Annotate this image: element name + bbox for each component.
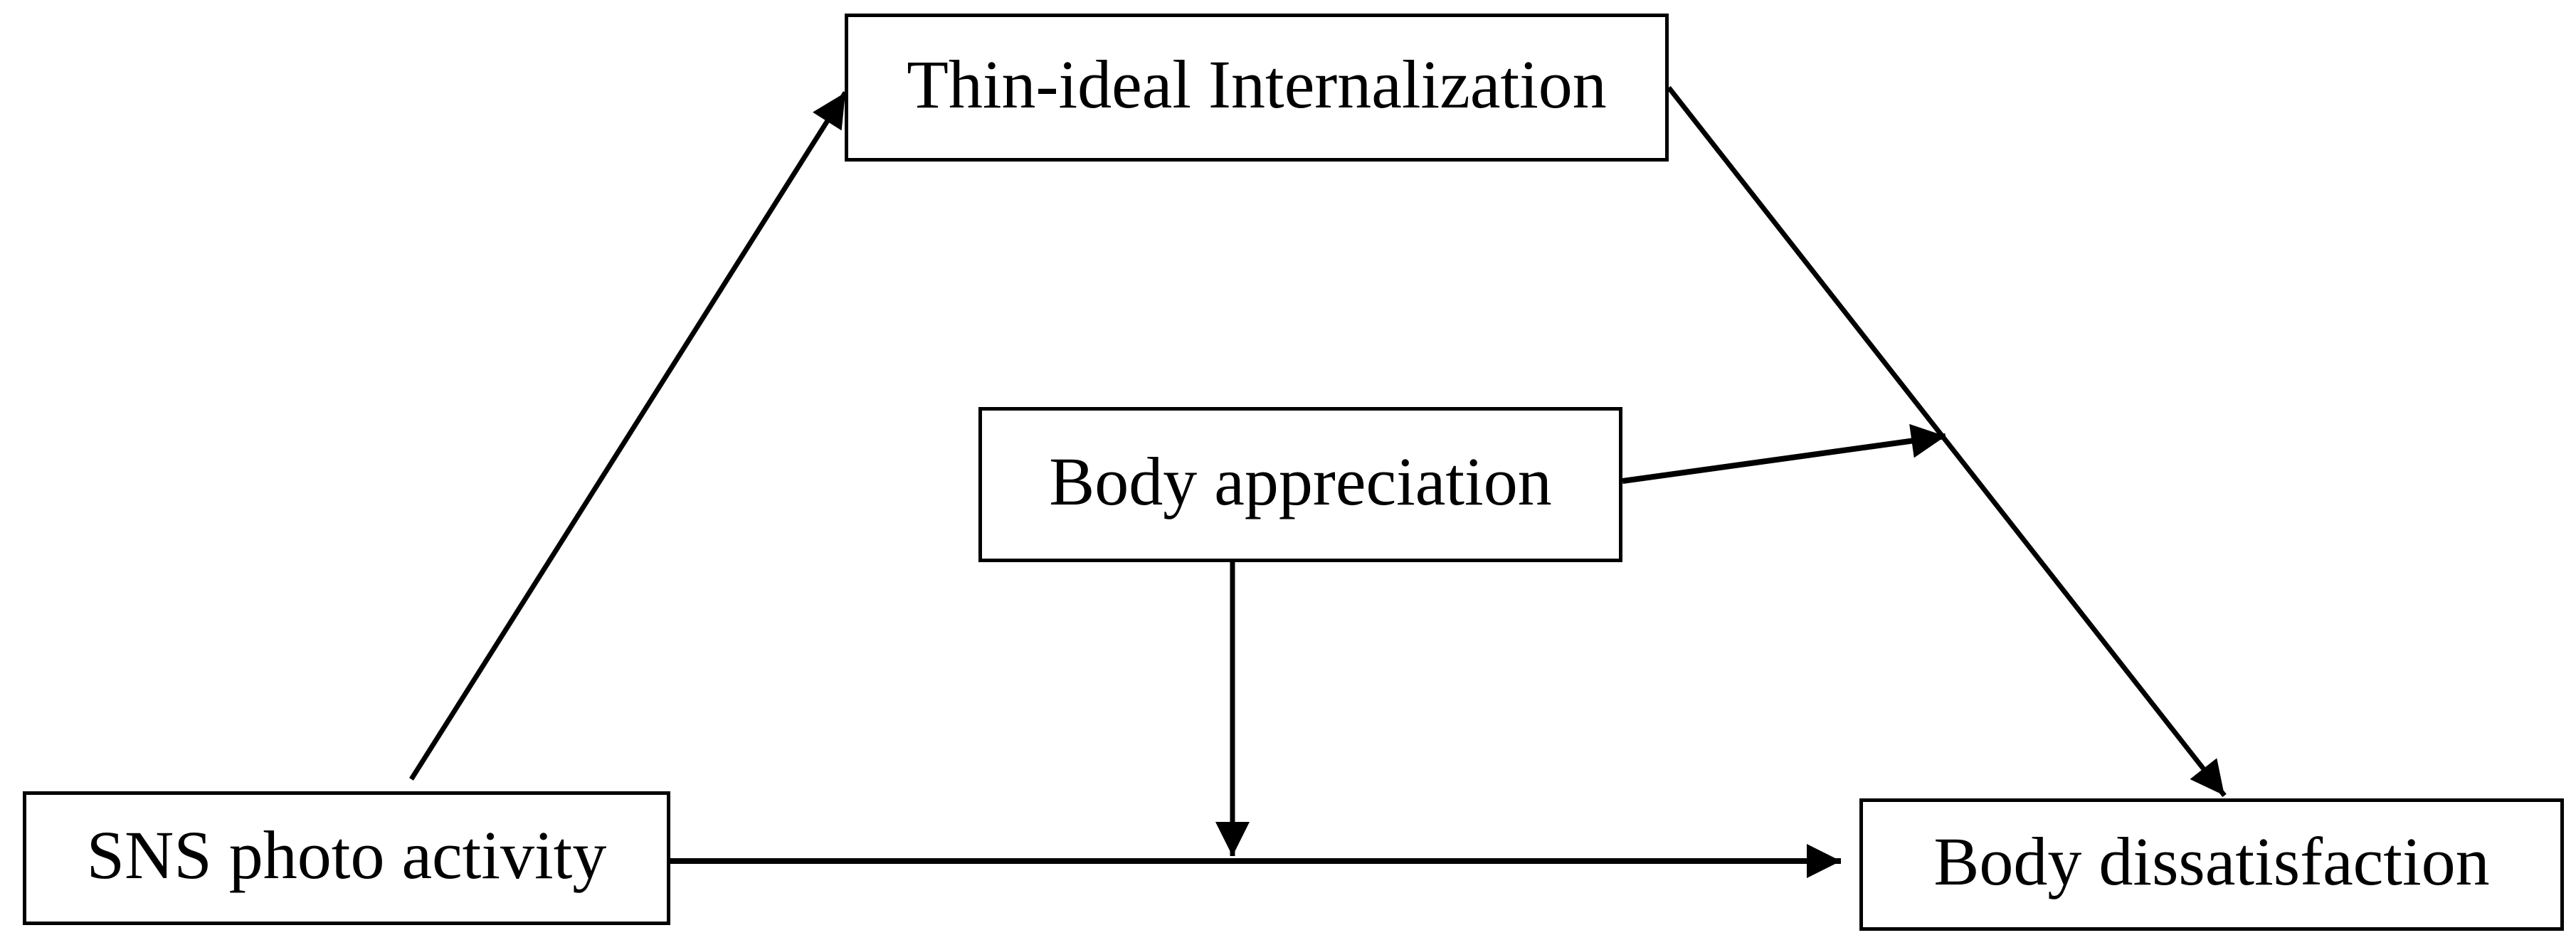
arrow-thin-ideal-to-body-dissatisfaction <box>1667 85 2227 798</box>
node-sns-photo-activity-label: SNS photo activity <box>86 817 607 893</box>
arrow-sns-to-thin-ideal <box>409 91 848 781</box>
node-body-dissatisfaction: Body dissatisfaction <box>1859 798 2564 931</box>
node-body-appreciation: Body appreciation <box>978 407 1622 562</box>
node-body-dissatisfaction-label: Body dissatisfaction <box>1933 823 2490 899</box>
arrow-body-appreciation-moderates-mediated-path <box>1622 423 1946 484</box>
node-sns-photo-activity: SNS photo activity <box>23 791 670 925</box>
node-body-appreciation-label: Body appreciation <box>1049 443 1552 519</box>
node-thin-ideal-internalization-label: Thin-ideal Internalization <box>907 46 1607 122</box>
node-thin-ideal-internalization: Thin-ideal Internalization <box>845 14 1669 162</box>
